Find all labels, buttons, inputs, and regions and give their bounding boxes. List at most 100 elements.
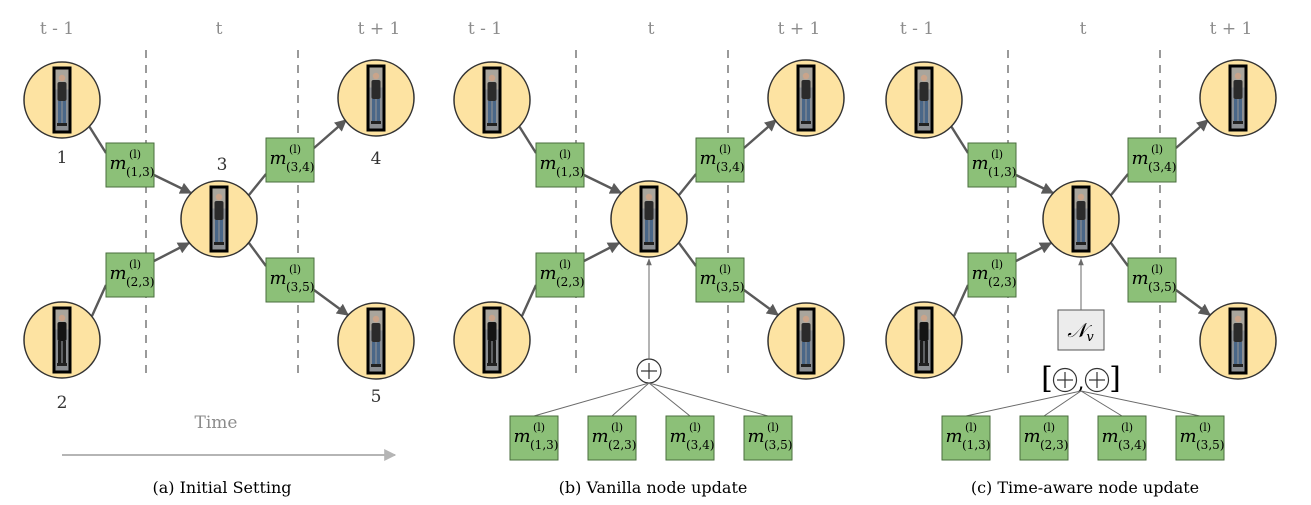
aggregate-link <box>611 382 650 417</box>
message-2-3: m(l)(2,3) <box>105 252 155 298</box>
message-3-4: m(l)(3,4) <box>695 137 745 183</box>
message-symbol: m <box>1131 268 1148 289</box>
node-5 <box>767 302 845 380</box>
message-edge-index: (2,3) <box>608 438 636 452</box>
node-3 <box>1042 180 1120 258</box>
time-label: t + 1 <box>778 19 821 39</box>
aggregate-link <box>1080 390 1201 417</box>
edge-line <box>248 173 267 196</box>
message-edge-index: (2,3) <box>126 275 154 289</box>
message-layer-index: (l) <box>1151 143 1163 156</box>
message-edge-index: (3,5) <box>1148 280 1176 294</box>
pedestrian-image <box>639 185 659 253</box>
message-symbol: m <box>1023 426 1040 447</box>
message-symbol: m <box>109 263 126 284</box>
message-layer-index: (l) <box>289 143 301 156</box>
edge-line <box>517 125 538 154</box>
node-1 <box>23 61 101 139</box>
message-symbol: m <box>945 426 962 447</box>
aggregator-bracket-right: ] <box>1109 361 1121 396</box>
node-1 <box>885 61 963 139</box>
message-layer-index: (l) <box>533 421 545 434</box>
aggregate-link <box>1043 390 1082 417</box>
message-3-4: m(l) (3,4) <box>265 137 315 183</box>
message-1-3: m(l)(1,3) <box>105 142 155 188</box>
pedestrian-image <box>796 307 816 375</box>
bottom-message-1: m(l)(1,3) <box>941 415 991 461</box>
time-label: t <box>1080 19 1087 39</box>
message-3-5: m(l) (3,5) <box>265 257 315 303</box>
message-edge-index: (3,5) <box>764 438 792 452</box>
message-layer-index: (l) <box>719 143 731 156</box>
pedestrian-image <box>209 185 229 253</box>
node-5 <box>1199 302 1277 380</box>
pedestrian-image <box>366 64 386 132</box>
panel-caption: (a) Initial Setting <box>152 478 291 497</box>
message-layer-index: (l) <box>289 263 301 276</box>
bottom-message-3: m(l)(3,4) <box>665 415 715 461</box>
time-aware-aggregator: ,[] <box>1041 361 1121 396</box>
edge-line <box>1175 289 1211 316</box>
message-symbol: m <box>699 268 716 289</box>
node-4 <box>337 59 415 137</box>
node-2 <box>23 301 101 379</box>
message-2-3: m(l)(2,3) <box>535 252 585 298</box>
pedestrian-image <box>52 306 72 374</box>
aggregate-link <box>648 382 691 417</box>
message-layer-index: (l) <box>719 263 731 276</box>
message-symbol: m <box>747 426 764 447</box>
message-edge-index: (1,3) <box>988 165 1016 179</box>
pedestrian-image <box>914 306 934 374</box>
message-layer-index: (l) <box>1151 263 1163 276</box>
message-1-3: m(l)(1,3) <box>535 142 585 188</box>
message-symbol: m <box>971 263 988 284</box>
message-edge-index: (2,3) <box>556 275 584 289</box>
time-label: t - 1 <box>468 19 502 39</box>
message-symbol: m <box>269 268 286 289</box>
nv-subscript: v <box>1086 330 1094 345</box>
node-number-5: 5 <box>371 387 382 407</box>
message-edge-index: (3,5) <box>286 280 314 294</box>
edge-line <box>313 289 349 316</box>
message-layer-index: (l) <box>991 148 1003 161</box>
message-edge-index: (3,4) <box>286 160 314 174</box>
bottom-message-2: m(l)(2,3) <box>587 415 637 461</box>
message-edge-index: (3,4) <box>1148 160 1176 174</box>
node-number-1: 1 <box>57 148 68 168</box>
node-3 <box>610 180 688 258</box>
message-edge-index: (2,3) <box>1040 438 1068 452</box>
message-layer-index: (l) <box>991 258 1003 271</box>
message-layer-index: (l) <box>767 421 779 434</box>
message-symbol: m <box>1101 426 1118 447</box>
pedestrian-image <box>52 66 72 134</box>
pedestrian-image <box>482 306 502 374</box>
node-5 <box>337 302 415 380</box>
aggregator-comma: , <box>1078 370 1085 395</box>
sum-aggregator <box>636 358 662 384</box>
message-edge-index: (1,3) <box>556 165 584 179</box>
edge-line <box>583 173 623 195</box>
edge-line <box>1110 173 1129 196</box>
message-layer-index: (l) <box>1199 421 1211 434</box>
message-edge-index: (1,3) <box>530 438 558 452</box>
pedestrian-image <box>914 66 934 134</box>
message-edge-index: (1,3) <box>962 438 990 452</box>
message-symbol: m <box>269 148 286 169</box>
time-label: t <box>648 19 655 39</box>
edge-line <box>90 284 108 317</box>
edge-line <box>678 242 697 267</box>
pedestrian-image <box>366 307 386 375</box>
message-symbol: m <box>539 153 556 174</box>
panel-caption: (c) Time-aware node update <box>971 478 1199 497</box>
message-1-3: m(l)(1,3) <box>967 142 1017 188</box>
message-symbol: m <box>669 426 686 447</box>
edge-line <box>952 284 970 317</box>
aggregate-link <box>648 382 769 417</box>
edge-line <box>248 242 267 267</box>
edge-line <box>678 173 697 196</box>
message-layer-index: (l) <box>559 258 571 271</box>
node-2 <box>885 301 963 379</box>
node-number-3: 3 <box>217 155 228 175</box>
